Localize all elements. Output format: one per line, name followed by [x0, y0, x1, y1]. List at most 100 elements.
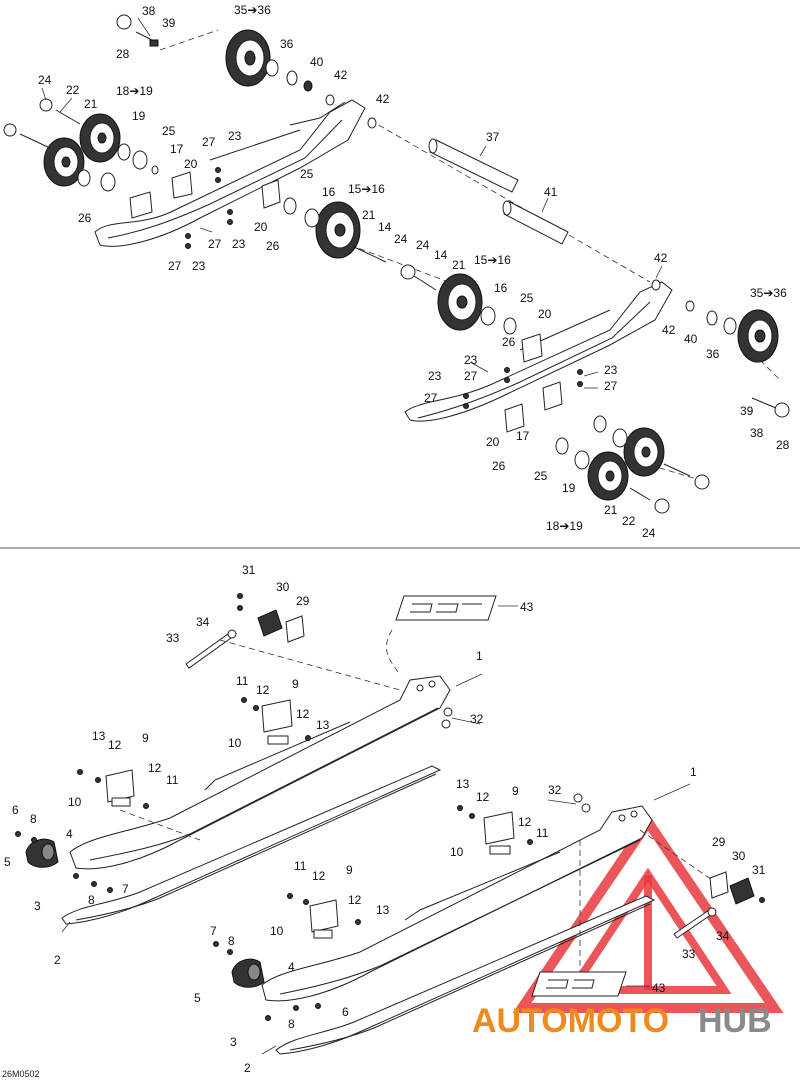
callout: 14: [434, 248, 448, 262]
decal-43-upper: [395, 595, 497, 621]
callout: 13: [92, 729, 106, 743]
callout: 24: [38, 73, 52, 87]
callout: 27: [168, 259, 182, 273]
callout: 23: [464, 353, 478, 367]
callout: 43: [652, 981, 666, 995]
callout: 23: [604, 363, 618, 377]
callout: 4: [288, 960, 295, 974]
callout: 17: [170, 142, 184, 156]
callout: 38: [142, 4, 156, 18]
callout: 23: [232, 237, 246, 251]
wheel-18-lower-left: [43, 137, 85, 187]
callout: 33: [682, 947, 696, 961]
callout: 36: [280, 37, 294, 51]
callout: 25: [300, 167, 314, 181]
callout: 13: [376, 903, 390, 917]
callout: 26: [492, 459, 506, 473]
cap-28-top: [116, 14, 132, 30]
bolt-33-upper: [185, 633, 232, 669]
callout: 43: [520, 600, 534, 614]
callout: 12: [296, 707, 310, 721]
callout: 9: [142, 731, 149, 745]
callout: 8: [88, 893, 95, 907]
end-cap-5-lower: [231, 958, 265, 988]
mount-29-upper: [285, 615, 305, 643]
callout: 40: [310, 55, 324, 69]
callouts-bottom: 31 30 29 34 33 43 1 11 12 9 12 13 10 32 …: [4, 563, 766, 1075]
mount-29-lower: [709, 871, 729, 899]
wheel-18-lower-right-a: [587, 451, 629, 501]
callout: 21: [362, 208, 376, 222]
callout: 21: [604, 503, 618, 517]
rail-1-lower: [261, 805, 653, 1002]
callout: 36: [706, 347, 720, 361]
callout: 35➔36: [750, 286, 787, 300]
callout: 22: [66, 83, 80, 97]
callouts-top: 28 38 39 35➔36 36 40 42 42 24 22 21 18➔1…: [38, 3, 790, 540]
callout: 12: [518, 815, 532, 829]
callout: 26: [502, 335, 516, 349]
callout: 11: [294, 859, 307, 873]
callout: 3: [230, 1035, 237, 1049]
callout: 27: [604, 379, 618, 393]
callout: 25: [520, 291, 534, 305]
callout: 24: [394, 232, 408, 246]
callout: 16: [322, 185, 336, 199]
bracket-9-d: [309, 899, 339, 933]
callout: 11: [236, 674, 249, 688]
spacer-40-top: [286, 70, 298, 86]
callout: 24: [416, 238, 430, 252]
callout: 23: [228, 129, 242, 143]
idler-wheel-35-top: [225, 29, 271, 87]
bearing-36-top: [265, 59, 279, 77]
callout: 35➔36: [234, 3, 271, 17]
callout: 23: [428, 369, 442, 383]
callout: 42: [662, 323, 676, 337]
callout: 6: [342, 1005, 349, 1019]
callout: 9: [346, 863, 353, 877]
callout: 20: [184, 157, 198, 171]
callout: 13: [456, 777, 470, 791]
callout: 13: [316, 718, 330, 732]
callout: 26: [266, 239, 280, 253]
callout: 9: [512, 784, 519, 798]
wheel-18-top-left: [79, 113, 121, 163]
callout: 31: [752, 863, 766, 877]
callout: 11: [536, 826, 549, 840]
callout: 9: [292, 677, 299, 691]
shaft-41: [502, 200, 569, 245]
callout: 7: [210, 924, 217, 938]
callout: 41: [544, 185, 558, 199]
callout: 23: [192, 259, 206, 273]
callout: 12: [256, 683, 270, 697]
callout: 16: [494, 281, 508, 295]
callout: 42: [334, 68, 348, 82]
shaft-37: [428, 138, 519, 193]
callout: 42: [654, 251, 668, 265]
callout: 2: [54, 953, 61, 967]
callout: 39: [162, 16, 176, 30]
mount-30-upper: [257, 609, 283, 637]
callout: 39: [740, 404, 754, 418]
callout: 10: [450, 845, 464, 859]
callout: 12: [148, 761, 162, 775]
watermark-text-primary: AUTOMOTO: [472, 1002, 669, 1040]
callout: 18➔19: [546, 519, 583, 533]
callout: 18➔19: [116, 84, 153, 98]
callout: 19: [132, 109, 146, 123]
slide-2-upper: [61, 765, 442, 925]
callout: 15➔16: [474, 253, 511, 267]
callout: 12: [476, 790, 490, 804]
callout: 26: [78, 211, 92, 225]
callout: 27: [464, 369, 478, 383]
wheel-18-lower-right-b: [623, 427, 665, 477]
callout: 37: [486, 130, 500, 144]
left-frame-arm: [94, 99, 366, 247]
wheel-15-right: [437, 273, 483, 331]
callout: 33: [166, 631, 180, 645]
callout: 4: [66, 827, 73, 841]
callout: 40: [684, 332, 698, 346]
callout: 5: [194, 991, 201, 1005]
callout: 15➔16: [348, 182, 385, 196]
